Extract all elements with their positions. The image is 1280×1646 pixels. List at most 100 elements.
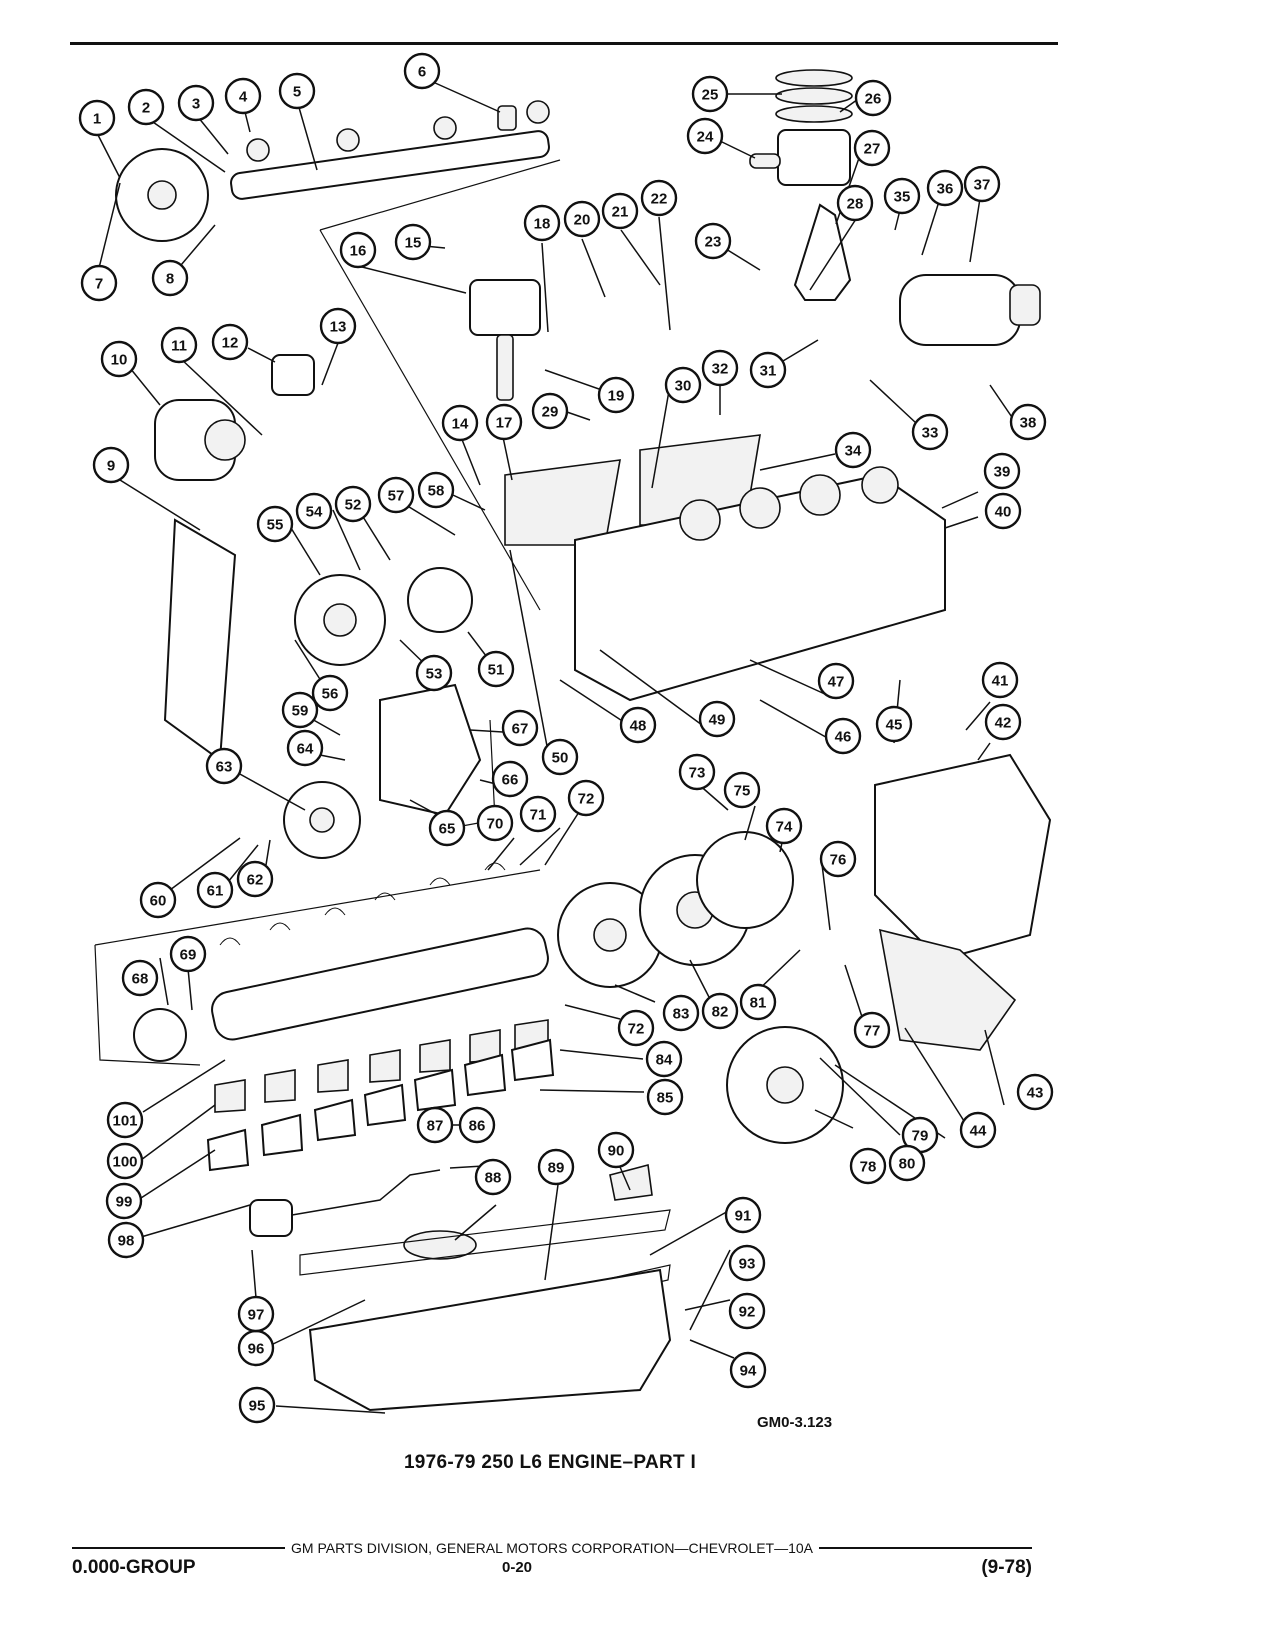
callout-29: 29 bbox=[531, 392, 569, 430]
callout-circle bbox=[853, 129, 891, 167]
callout-circle bbox=[139, 881, 177, 919]
callout-circle bbox=[107, 1221, 145, 1259]
callout-82: 82 bbox=[701, 992, 739, 1030]
callout-number: 7 bbox=[95, 276, 103, 293]
callout-75: 75 bbox=[723, 771, 761, 809]
callout-number: 45 bbox=[886, 717, 903, 734]
callout-circle bbox=[100, 340, 138, 378]
callout-32: 32 bbox=[701, 349, 739, 387]
callout-circle bbox=[394, 223, 432, 261]
callout-number: 92 bbox=[739, 1304, 756, 1321]
callout-circle bbox=[537, 1148, 575, 1186]
callout-circle bbox=[817, 662, 855, 700]
callout-circle bbox=[334, 485, 372, 523]
callout-circle bbox=[728, 1244, 766, 1282]
callout-circle bbox=[617, 1009, 655, 1047]
callout-circle bbox=[963, 165, 1001, 203]
callout-number: 28 bbox=[847, 196, 864, 213]
callout-24: 24 bbox=[686, 117, 724, 155]
callout-number: 76 bbox=[830, 852, 847, 869]
callout-circle bbox=[563, 200, 601, 238]
callout-16: 16 bbox=[339, 231, 377, 269]
callout-circle bbox=[701, 992, 739, 1030]
callout-number: 25 bbox=[702, 87, 719, 104]
callout-circle bbox=[177, 84, 215, 122]
callout-circle bbox=[854, 79, 892, 117]
callout-76: 76 bbox=[819, 840, 857, 878]
callout-number: 95 bbox=[249, 1398, 266, 1415]
callout-5: 5 bbox=[278, 72, 316, 110]
callout-15: 15 bbox=[394, 223, 432, 261]
callout-35: 35 bbox=[883, 177, 921, 215]
callout-17: 17 bbox=[485, 403, 523, 441]
callout-number: 32 bbox=[712, 361, 729, 378]
callout-number: 60 bbox=[150, 893, 167, 910]
callout-14: 14 bbox=[441, 404, 479, 442]
callout-circle bbox=[519, 795, 557, 833]
callout-12: 12 bbox=[211, 323, 249, 361]
callout-92: 92 bbox=[728, 1292, 766, 1330]
callout-18: 18 bbox=[523, 204, 561, 242]
callout-circle bbox=[485, 403, 523, 441]
callout-circle bbox=[597, 376, 635, 414]
callout-number: 12 bbox=[222, 335, 239, 352]
callout-circle bbox=[224, 77, 262, 115]
callout-circle bbox=[983, 452, 1021, 490]
callout-circle bbox=[959, 1111, 997, 1149]
callout-circle bbox=[853, 1011, 891, 1049]
callout-number: 40 bbox=[995, 504, 1012, 521]
callout-number: 78 bbox=[860, 1159, 877, 1176]
callout-number: 42 bbox=[995, 715, 1012, 732]
callout-number: 21 bbox=[612, 204, 629, 221]
callout-number: 29 bbox=[542, 404, 559, 421]
callout-65: 65 bbox=[428, 809, 466, 847]
callout-number: 23 bbox=[705, 234, 722, 251]
callout-19: 19 bbox=[597, 376, 635, 414]
callout-circle bbox=[619, 706, 657, 744]
callout-number: 4 bbox=[239, 89, 248, 106]
callout-circle bbox=[169, 935, 207, 973]
callout-circle bbox=[477, 650, 515, 688]
callout-72: 72 bbox=[567, 779, 605, 817]
callout-94: 94 bbox=[729, 1351, 767, 1389]
callout-99: 99 bbox=[105, 1182, 143, 1220]
callout-circle bbox=[1016, 1073, 1054, 1111]
callout-circle bbox=[531, 392, 569, 430]
callout-27: 27 bbox=[853, 129, 891, 167]
callout-100: 100 bbox=[106, 1142, 144, 1180]
callout-number: 31 bbox=[760, 363, 777, 380]
callout-number: 48 bbox=[630, 718, 647, 735]
callout-87: 87 bbox=[416, 1106, 454, 1144]
callout-number: 96 bbox=[248, 1341, 265, 1358]
callout-circle bbox=[92, 446, 130, 484]
callout-42: 42 bbox=[984, 703, 1022, 741]
callout-67: 67 bbox=[501, 709, 539, 747]
callout-77: 77 bbox=[853, 1011, 891, 1049]
callout-number: 74 bbox=[776, 819, 793, 836]
callout-number: 30 bbox=[675, 378, 692, 395]
callout-74: 74 bbox=[765, 807, 803, 845]
callout-number: 100 bbox=[112, 1154, 137, 1171]
callout-number: 19 bbox=[608, 388, 625, 405]
callout-number: 14 bbox=[452, 416, 469, 433]
callout-circle bbox=[765, 807, 803, 845]
callout-number: 38 bbox=[1020, 415, 1037, 432]
callout-circle bbox=[311, 674, 349, 712]
callout-number: 98 bbox=[118, 1233, 135, 1250]
callout-34: 34 bbox=[834, 431, 872, 469]
callout-number: 61 bbox=[207, 883, 224, 900]
callout-23: 23 bbox=[694, 222, 732, 260]
callout-41: 41 bbox=[981, 661, 1019, 699]
callout-39: 39 bbox=[983, 452, 1021, 490]
callout-number: 97 bbox=[248, 1307, 265, 1324]
callout-number: 34 bbox=[845, 443, 862, 460]
callout-circle bbox=[662, 994, 700, 1032]
callout-circle bbox=[723, 771, 761, 809]
callout-circle bbox=[701, 349, 739, 387]
callout-number: 83 bbox=[673, 1006, 690, 1023]
callout-88: 88 bbox=[474, 1158, 512, 1196]
callout-circle bbox=[597, 1131, 635, 1169]
callout-circle bbox=[888, 1144, 926, 1182]
